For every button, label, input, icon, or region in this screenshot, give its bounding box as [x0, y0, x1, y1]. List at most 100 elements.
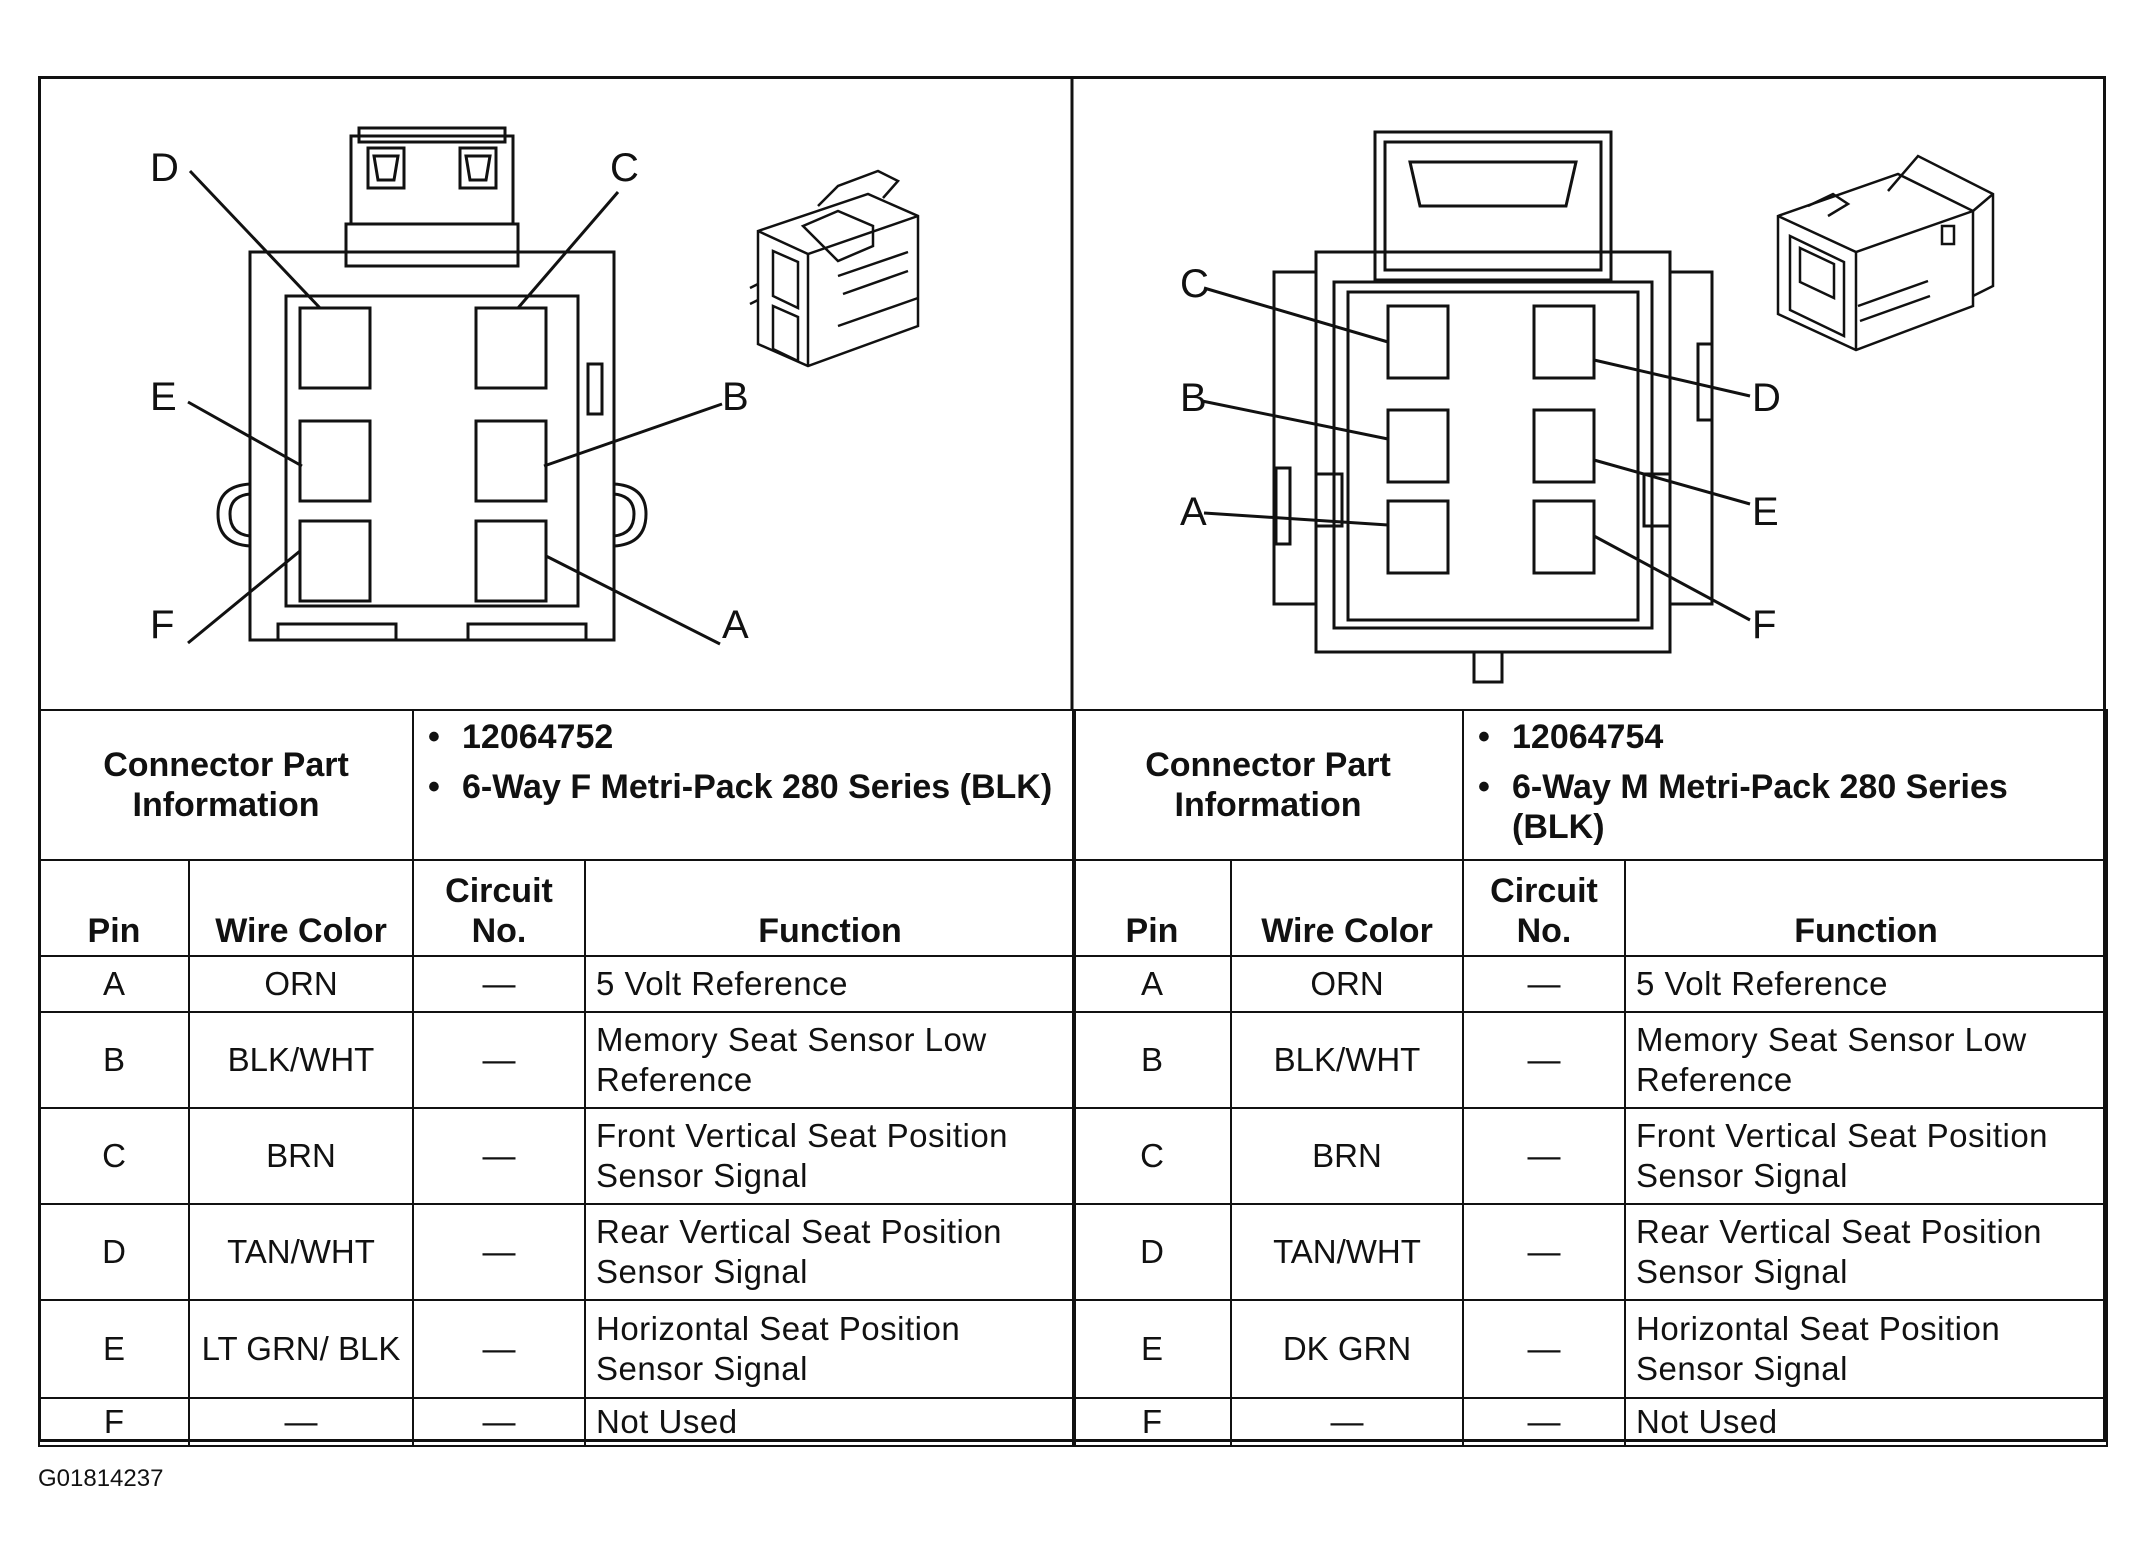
callout-f: F [1752, 603, 1777, 647]
wire-color-cell: ORN [188, 955, 414, 1013]
info-row: Connector Part Information 12064752 6-Wa… [38, 709, 1077, 861]
callout-f: F [150, 603, 175, 647]
wire-color-cell: TAN/WHT [188, 1203, 414, 1301]
wire-color-cell: ORN [1230, 955, 1464, 1013]
callout-a: A [722, 603, 749, 647]
leader-e [1593, 458, 1751, 506]
figure-id: G01814237 [38, 1465, 164, 1492]
pin-cell: A [38, 955, 190, 1013]
table-row: E LT GRN/ BLK — Horizontal Seat Position… [38, 1299, 1077, 1399]
callout-c: C [610, 146, 639, 190]
female-connector-face [187, 126, 723, 646]
circuit-cell: — [412, 1107, 586, 1205]
leader-f [187, 549, 301, 645]
part-description: 6-Way M Metri-Pack 280 Series (BLK) [1474, 767, 2096, 847]
leader-f [1593, 534, 1751, 622]
leader-d [1593, 358, 1751, 398]
function-cell: 5 Volt Reference [583, 955, 1077, 1013]
function-cell: Horizontal Seat Position Sensor Signal [583, 1299, 1077, 1399]
callout-a: A [1180, 490, 1207, 534]
part-number: 12064752 [424, 717, 1064, 757]
table-row: A ORN — 5 Volt Reference [1072, 955, 2109, 1013]
function-cell: Not Used [1623, 1397, 2109, 1447]
leader-a [1203, 511, 1389, 527]
leader-c [516, 191, 620, 309]
function-cell: Rear Vertical Seat Position Sensor Signa… [583, 1203, 1077, 1301]
header-pin: Pin [1072, 859, 1232, 957]
leader-d [188, 169, 322, 310]
function-cell: Memory Seat Sensor Low Reference [583, 1011, 1077, 1109]
table-row: A ORN — 5 Volt Reference [38, 955, 1077, 1013]
pin-cell: B [38, 1011, 190, 1109]
circuit-cell: — [1462, 1107, 1626, 1205]
table-row: D TAN/WHT — Rear Vertical Seat Position … [1072, 1203, 2109, 1301]
leader-e [187, 400, 303, 468]
circuit-cell: — [412, 1397, 586, 1447]
function-cell: Not Used [583, 1397, 1077, 1447]
callout-e: E [1752, 490, 1779, 534]
callout-b: B [1180, 376, 1207, 420]
male-connector-isometric [1776, 154, 1995, 352]
pin-cell: E [38, 1299, 190, 1399]
pin-cell: A [1072, 955, 1232, 1013]
wire-color-cell: BLK/WHT [188, 1011, 414, 1109]
callout-c: C [1180, 262, 1209, 306]
pin-cell: F [1072, 1397, 1232, 1447]
table-row: D TAN/WHT — Rear Vertical Seat Position … [38, 1203, 1077, 1301]
circuit-cell: — [1462, 1011, 1626, 1109]
header-row: Pin Wire Color Circuit No. Function [38, 859, 1077, 957]
wire-color-cell: BRN [1230, 1107, 1464, 1205]
wire-color-cell: DK GRN [1230, 1299, 1464, 1399]
circuit-cell: — [412, 1203, 586, 1301]
male-connector-face [1201, 130, 1751, 684]
circuit-cell: — [412, 955, 586, 1013]
table-row: C BRN — Front Vertical Seat Position Sen… [38, 1107, 1077, 1205]
info-label: Connector Part Information [38, 709, 414, 861]
part-info: 12064752 6-Way F Metri-Pack 280 Series (… [411, 709, 1077, 861]
wire-color-cell: — [1230, 1397, 1464, 1447]
cavity-e [1532, 408, 1596, 484]
part-number: 12064754 [1474, 717, 2096, 757]
leader-b [543, 402, 723, 468]
function-cell: Front Vertical Seat Position Sensor Sign… [1623, 1107, 2109, 1205]
pin-cell: C [1072, 1107, 1232, 1205]
table-row: F — — Not Used [1072, 1397, 2109, 1447]
pin-cell: E [1072, 1299, 1232, 1399]
header-row: Pin Wire Color Circuit No. Function [1072, 859, 2109, 957]
header-circuit-no: Circuit No. [1462, 859, 1626, 957]
info-row: Connector Part Information 12064754 6-Wa… [1072, 709, 2109, 861]
circuit-cell: — [1462, 1203, 1626, 1301]
female-connector-isometric [749, 169, 920, 368]
cavity-d [1532, 304, 1596, 380]
cavity-a [1386, 499, 1450, 575]
leader-c [1203, 286, 1389, 344]
cavity-c [1386, 304, 1450, 380]
cavity-c [474, 306, 548, 390]
cavity-a [474, 519, 548, 603]
part-info: 12064754 6-Way M Metri-Pack 280 Series (… [1461, 709, 2109, 861]
wire-color-cell: LT GRN/ BLK [188, 1299, 414, 1399]
header-pin: Pin [38, 859, 190, 957]
table-row: C BRN — Front Vertical Seat Position Sen… [1072, 1107, 2109, 1205]
function-cell: Rear Vertical Seat Position Sensor Signa… [1623, 1203, 2109, 1301]
pin-cell: D [1072, 1203, 1232, 1301]
table-row: F — — Not Used [38, 1397, 1077, 1447]
leader-a [545, 554, 721, 646]
wire-color-cell: — [188, 1397, 414, 1447]
cavity-e [298, 419, 372, 503]
info-label: Connector Part Information [1072, 709, 1464, 861]
function-cell: Memory Seat Sensor Low Reference [1623, 1011, 2109, 1109]
leader-b [1201, 399, 1389, 441]
function-cell: Horizontal Seat Position Sensor Signal [1623, 1299, 2109, 1399]
wire-color-cell: BRN [188, 1107, 414, 1205]
pin-cell: C [38, 1107, 190, 1205]
function-cell: Front Vertical Seat Position Sensor Sign… [583, 1107, 1077, 1205]
circuit-cell: — [1462, 1299, 1626, 1399]
table-row: B BLK/WHT — Memory Seat Sensor Low Refer… [38, 1011, 1077, 1109]
cavity-f [298, 519, 372, 603]
cavity-f [1532, 499, 1596, 575]
callout-e: E [150, 375, 177, 419]
header-wire-color: Wire Color [1230, 859, 1464, 957]
table-row: E DK GRN — Horizontal Seat Position Sens… [1072, 1299, 2109, 1399]
callout-d: D [150, 146, 179, 190]
